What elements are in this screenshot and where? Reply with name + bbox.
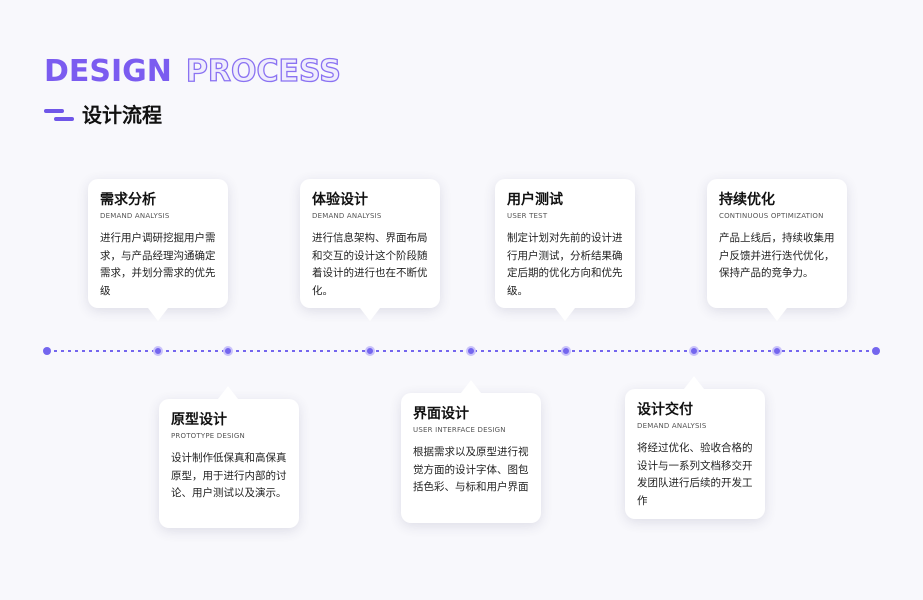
step-description: 进行用户调研挖掘用户需求，与产品经理沟通确定需求，并划分需求的优先级	[100, 232, 216, 297]
dash-decoration-icon	[44, 103, 76, 129]
card-pointer	[360, 308, 380, 321]
timeline-end-dot	[872, 347, 880, 355]
step-title: 体验设计	[312, 192, 368, 208]
step-description: 制定计划对先前的设计进行用户测试，分析结果确定后期的优化方向和优先级。	[507, 232, 623, 297]
card-pointer	[218, 386, 238, 399]
step-subtitle-en: USER TEST	[507, 212, 548, 220]
step-description: 产品上线后，持续收集用户反馈并进行迭代优化，保持产品的竞争力。	[719, 232, 835, 279]
step-subtitle-en: DEMAND ANALYSIS	[312, 212, 382, 220]
step-card-interface-design: 界面设计 USER INTERFACE DESIGN 根据需求以及原型进行视觉方…	[401, 380, 541, 523]
step-subtitle-en: USER INTERFACE DESIGN	[413, 426, 506, 434]
timeline-node	[365, 346, 375, 356]
step-card-design-delivery: 设计交付 DEMAND ANALYSIS 将经过优化、验收合格的设计与一系列文档…	[625, 376, 765, 519]
step-title: 用户测试	[507, 192, 563, 208]
step-title: 原型设计	[171, 412, 227, 428]
step-title: 设计交付	[637, 402, 693, 418]
card-pointer	[461, 380, 481, 393]
step-subtitle-en: DEMAND ANALYSIS	[100, 212, 170, 220]
timeline-node	[772, 346, 782, 356]
subtitle-text: 设计流程	[82, 103, 162, 127]
step-subtitle-en: DEMAND ANALYSIS	[637, 422, 707, 430]
step-description: 进行信息架构、界面布局和交互的设计这个阶段随着设计的进行也在不断优化。	[312, 232, 428, 297]
page-title: DESIGN PROCESS	[44, 53, 342, 90]
card-pointer	[555, 308, 575, 321]
step-title: 界面设计	[413, 406, 469, 422]
timeline-node	[689, 346, 699, 356]
timeline-node	[223, 346, 233, 356]
step-description: 设计制作低保真和高保真原型，用于进行内部的讨论、用户测试以及演示。	[171, 452, 287, 499]
timeline-node	[153, 346, 163, 356]
timeline-start-dot	[43, 347, 51, 355]
step-description: 根据需求以及原型进行视觉方面的设计字体、图包括色彩、与标和用户界面	[413, 446, 529, 493]
step-description: 将经过优化、验收合格的设计与一系列文档移交开发团队进行后续的开发工作	[637, 442, 753, 507]
card-pointer	[148, 308, 168, 321]
card-pointer	[684, 376, 704, 389]
step-card-prototype-design: 原型设计 PROTOTYPE DESIGN 设计制作低保真和高保真原型，用于进行…	[159, 386, 299, 528]
step-subtitle-en: PROTOTYPE DESIGN	[171, 432, 245, 440]
step-card-continuous-optimization: 持续优化 CONTINUOUS OPTIMIZATION 产品上线后，持续收集用…	[707, 179, 847, 321]
title-word-process: PROCESS	[185, 53, 341, 89]
step-card-demand-analysis: 需求分析 DEMAND ANALYSIS 进行用户调研挖掘用户需求，与产品经理沟…	[88, 179, 228, 321]
step-card-experience-design: 体验设计 DEMAND ANALYSIS 进行信息架构、界面布局和交互的设计这个…	[300, 179, 440, 321]
timeline-node	[466, 346, 476, 356]
step-title: 持续优化	[719, 192, 775, 208]
step-title: 需求分析	[100, 192, 156, 208]
timeline-node	[561, 346, 571, 356]
card-pointer	[767, 308, 787, 321]
step-subtitle-en: CONTINUOUS OPTIMIZATION	[719, 212, 824, 220]
step-card-user-test: 用户测试 USER TEST 制定计划对先前的设计进行用户测试，分析结果确定后期…	[495, 179, 635, 321]
title-word-design: DESIGN	[44, 54, 172, 89]
